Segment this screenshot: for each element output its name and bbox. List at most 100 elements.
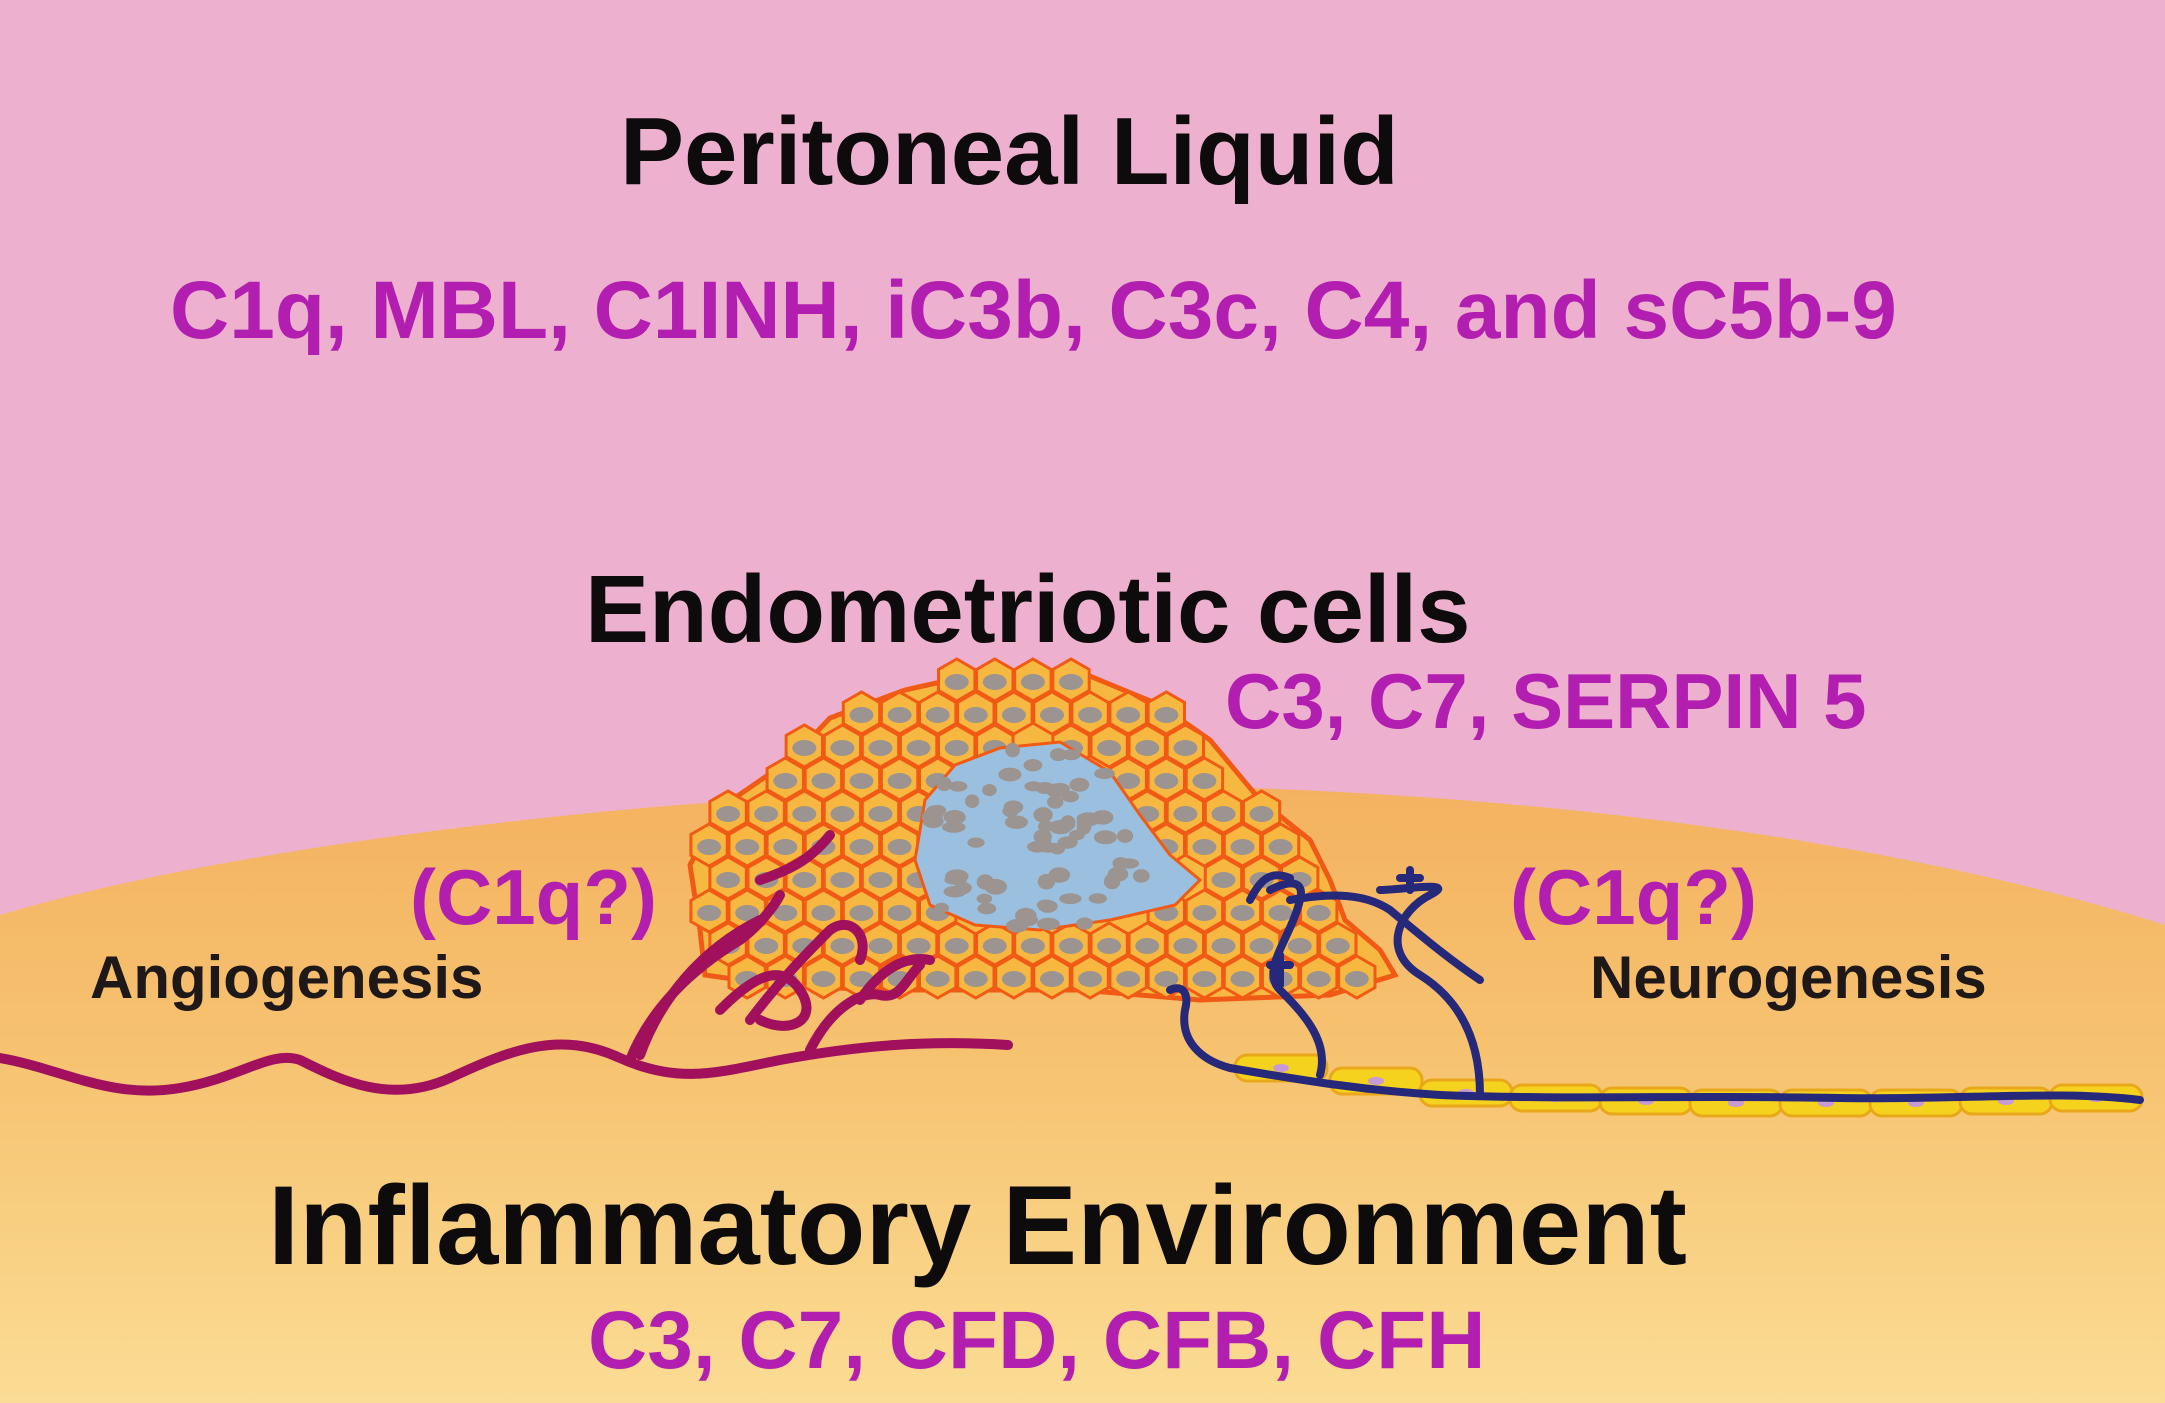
cell-nucleus	[1154, 707, 1179, 723]
vessel-branch-4	[745, 919, 868, 1025]
cell-nucleus	[1154, 773, 1179, 789]
cell-nucleus	[925, 971, 950, 987]
cell-nucleus	[887, 905, 912, 921]
blood-vessels	[0, 830, 1013, 1096]
cell-nucleus	[868, 872, 893, 888]
cell-nucleus	[735, 905, 760, 921]
main-nerve	[1226, 1064, 2144, 1104]
cell-nucleus	[982, 674, 1007, 690]
lumen-nucleus	[976, 874, 994, 890]
lumen-nucleus	[948, 781, 968, 792]
lumen-nucleus	[921, 810, 938, 824]
vessel-branch-2	[635, 915, 765, 1060]
cell-nucleus	[868, 740, 893, 756]
cell-nucleus	[1154, 971, 1179, 987]
cell-nucleus	[1059, 674, 1083, 690]
cell-nucleus	[1059, 938, 1083, 954]
lumen-nucleus	[1107, 866, 1129, 882]
cell-nucleus	[1192, 839, 1217, 855]
cell-nucleus	[906, 938, 931, 954]
main-vessel	[0, 1038, 1013, 1096]
peritoneal-markers: C1q, MBL, C1INH, iC3b, C3c, C4, and sC5b…	[170, 265, 1897, 356]
cell-nucleus	[982, 938, 1007, 954]
vessel-branch-3	[715, 970, 812, 1031]
lumen-nucleus	[1004, 815, 1028, 829]
cell-nucleus	[944, 938, 969, 954]
cell-nucleus	[1249, 806, 1274, 822]
cell-nucleus	[963, 707, 988, 723]
inflammatory-markers: C3, C7, CFD, CFB, CFH	[588, 1295, 1486, 1386]
cell-nucleus	[1230, 971, 1255, 987]
cell-nucleus	[1116, 707, 1141, 723]
endometriotic-markers: C3, C7, SERPIN 5	[1225, 657, 1867, 745]
cell-nucleus	[849, 773, 874, 789]
cell-nucleus	[792, 872, 817, 888]
lumen-nucleus	[943, 885, 967, 898]
cell-nucleus	[1211, 806, 1236, 822]
cell-nucleus	[1344, 971, 1369, 987]
lumen-nucleus	[1023, 759, 1043, 772]
lumen-nucleus	[977, 902, 997, 915]
cell-nucleus	[944, 674, 969, 690]
cell-nucleus	[1001, 971, 1026, 987]
lumen-nucleus	[1005, 742, 1020, 758]
lumen-nucleus	[1094, 768, 1115, 779]
cell-nucleus	[697, 839, 722, 855]
lumen-nucleus	[1024, 781, 1043, 792]
cell-nucleus	[887, 707, 912, 723]
cell-nucleus	[735, 839, 760, 855]
lumen-nucleus	[1057, 836, 1078, 849]
cell-nucleus	[849, 905, 874, 921]
vessel-branch-6	[855, 954, 935, 1005]
cell-nucleus	[830, 938, 855, 954]
cell-nucleus	[906, 740, 931, 756]
vessel-branch-7	[755, 830, 835, 885]
schwann-nucleus	[1368, 1077, 1384, 1085]
lumen-nucleus	[1059, 893, 1082, 905]
cell-nucleus	[1287, 938, 1312, 954]
lumen-nucleus	[1069, 777, 1090, 792]
cell-nucleus	[1040, 971, 1064, 987]
cell-nucleus	[830, 872, 855, 888]
endometriotic-cells-title: Endometriotic cells	[585, 556, 1471, 663]
nerve-branch-7	[1266, 951, 1294, 989]
cell-nucleus	[1306, 971, 1331, 987]
cell-nucleus	[849, 707, 874, 723]
cell-nucleus	[792, 806, 817, 822]
cell-nucleus	[830, 806, 855, 822]
cell-nucleus	[754, 806, 779, 822]
lumen-nucleus	[1006, 919, 1029, 933]
cell-nucleus	[1020, 938, 1045, 954]
cell-nucleus	[811, 905, 836, 921]
cell-nucleus	[1040, 707, 1064, 723]
cell-nucleus	[1135, 740, 1160, 756]
cell-nucleus	[868, 938, 893, 954]
cell-nucleus	[811, 971, 836, 987]
lumen-nucleus	[945, 869, 969, 883]
lumen-nuclei	[921, 742, 1150, 933]
lumen-nucleus	[943, 810, 966, 825]
lumen-nucleus	[1076, 812, 1100, 824]
lumen-nucleus	[1061, 790, 1080, 803]
cell-nucleus	[1230, 905, 1255, 921]
nerve-branch-3	[1166, 984, 1234, 1072]
cell-nucleus	[773, 773, 798, 789]
cell-nucleus	[1097, 938, 1122, 954]
lumen-nucleus	[1046, 784, 1065, 798]
angiogenesis-label: Angiogenesis	[90, 944, 484, 1011]
cell-nucleus	[1097, 740, 1122, 756]
nerve-branch-6	[1396, 866, 1424, 894]
lumen-nucleus	[1093, 830, 1117, 845]
lumen-nucleus	[1049, 748, 1067, 762]
peritoneal-liquid-title: Peritoneal Liquid	[620, 98, 1399, 205]
cell-nucleus	[1173, 938, 1198, 954]
cell-nucleus	[1192, 971, 1217, 987]
lumen-nucleus	[1048, 867, 1071, 883]
lumen-nucleus	[1036, 842, 1060, 853]
lumen-nucleus	[1076, 917, 1094, 930]
lumen-nucleus	[982, 784, 997, 797]
cell-nucleus	[1192, 773, 1217, 789]
lumen-nucleus	[936, 776, 952, 792]
